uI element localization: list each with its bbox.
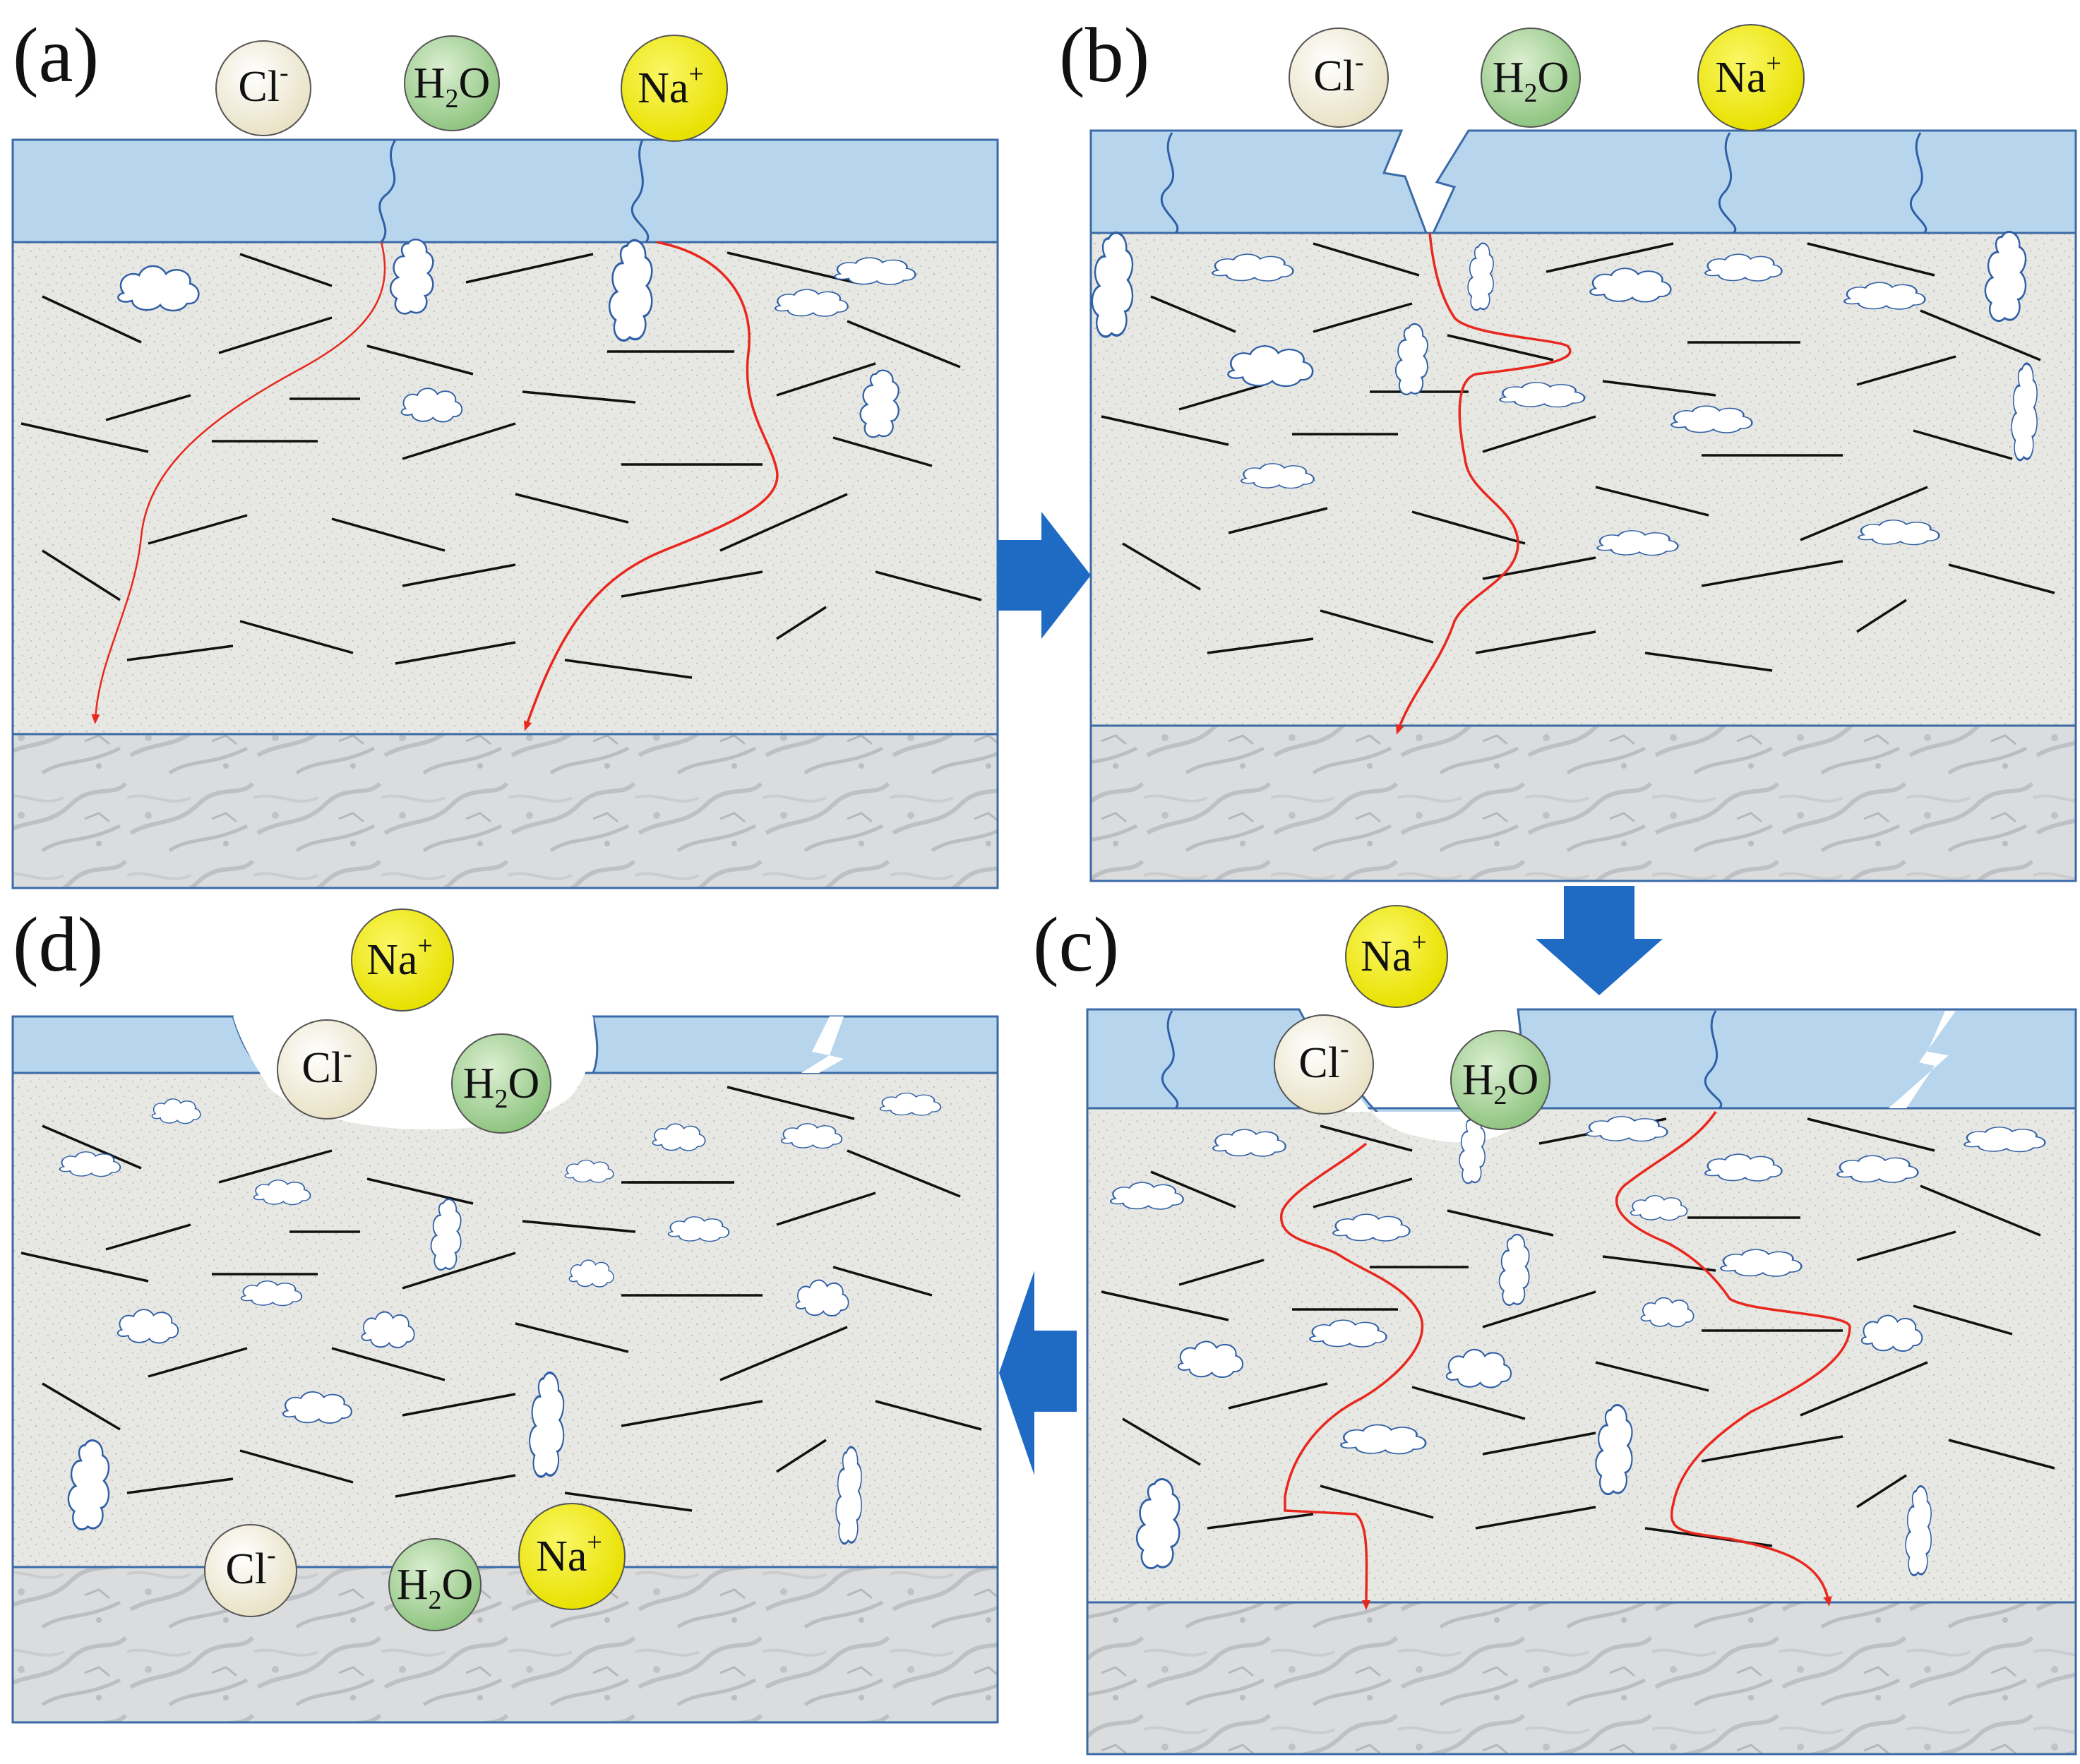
water-molecule: H2O	[1450, 1030, 1550, 1130]
coating-layer	[1431, 129, 2077, 234]
sodium-ion: Na+	[1345, 905, 1448, 1008]
svg-text:H2O: H2O	[1493, 54, 1570, 108]
svg-text:Cl-: Cl-	[225, 1540, 275, 1593]
diffusion-path	[1396, 232, 1572, 735]
coating-microcrack	[1161, 1010, 1179, 1110]
chloride-ion: Cl-	[204, 1524, 297, 1617]
panel-label: (d)	[13, 901, 103, 988]
diffusion-path	[1280, 1142, 1424, 1610]
coating-layer	[1089, 129, 1428, 234]
arrow-right	[997, 512, 1091, 639]
arrow-down	[1536, 886, 1663, 995]
substrate-layer	[11, 733, 999, 889]
panel-label: (c)	[1033, 901, 1119, 988]
svg-text:Na+: Na+	[366, 931, 433, 984]
coating-microcrack	[1718, 132, 1737, 234]
sodium-ion: Na+	[1697, 24, 1805, 131]
coating-crack	[801, 1016, 844, 1073]
svg-text:Cl-: Cl-	[1313, 47, 1363, 100]
panel-label: (b)	[1059, 12, 1149, 98]
fibers	[20, 1086, 982, 1512]
fibers	[20, 251, 982, 679]
fibers	[1101, 1117, 2055, 1547]
coating-microcrack	[378, 139, 397, 243]
chloride-ion: Cl-	[1289, 28, 1389, 128]
concrete-layer	[11, 241, 999, 736]
water-molecule: H2O	[388, 1538, 482, 1631]
coating-microcrack	[1704, 1010, 1723, 1110]
coating-microcrack	[1909, 132, 1927, 234]
svg-text:H2O: H2O	[414, 59, 491, 114]
panel-c: Na+ Cl- H2O (c)	[1033, 901, 2077, 1756]
sodium-ion: Na+	[621, 35, 728, 142]
substrate-layer	[1086, 1601, 2077, 1756]
diffusion-path	[91, 241, 386, 724]
concrete-layer	[1089, 232, 2077, 727]
panel-d: Na+ Cl- H2O Cl- H2O Na+ (d)	[11, 901, 999, 1724]
coating-layer	[11, 1015, 272, 1074]
coating-layer	[11, 138, 999, 244]
svg-text:Cl-: Cl-	[238, 58, 288, 111]
panel-a: Cl- H2O Na+ (a)	[11, 12, 999, 889]
svg-text:H2O: H2O	[397, 1561, 474, 1615]
chloride-ion: Cl-	[1274, 1014, 1374, 1115]
sodium-ion: Na+	[351, 908, 454, 1012]
panel-label: (a)	[13, 12, 99, 98]
substrate-layer	[1089, 724, 2077, 882]
coating-layer	[591, 1015, 999, 1074]
svg-text:Na+: Na+	[1715, 49, 1781, 102]
svg-text:Na+: Na+	[536, 1528, 602, 1580]
fibers	[1101, 242, 2055, 672]
water-molecule: H2O	[1481, 28, 1581, 128]
svg-text:Cl-: Cl-	[301, 1039, 352, 1092]
water-molecule: H2O	[404, 35, 500, 131]
chloride-ion: Cl-	[277, 1019, 377, 1120]
svg-text:Cl-: Cl-	[1298, 1034, 1349, 1087]
svg-text:H2O: H2O	[463, 1060, 540, 1114]
svg-text:Na+: Na+	[1361, 928, 1427, 980]
chloride-ion: Cl-	[215, 40, 311, 136]
concrete-layer	[11, 1072, 999, 1568]
substrate-layer	[11, 1566, 999, 1724]
coating-microcrack	[630, 139, 650, 243]
arrow-left	[999, 1271, 1077, 1475]
diffusion-path	[523, 241, 779, 731]
coating-crack	[1889, 1011, 1956, 1108]
diffusion-path	[1615, 1111, 1851, 1607]
coating-microcrack	[1160, 132, 1179, 234]
sodium-ion: Na+	[518, 1503, 626, 1610]
svg-text:H2O: H2O	[1462, 1056, 1539, 1110]
svg-text:Na+: Na+	[638, 59, 704, 112]
water-molecule: H2O	[451, 1033, 551, 1134]
panel-b: Cl- H2O Na+ (b)	[1059, 12, 2077, 882]
